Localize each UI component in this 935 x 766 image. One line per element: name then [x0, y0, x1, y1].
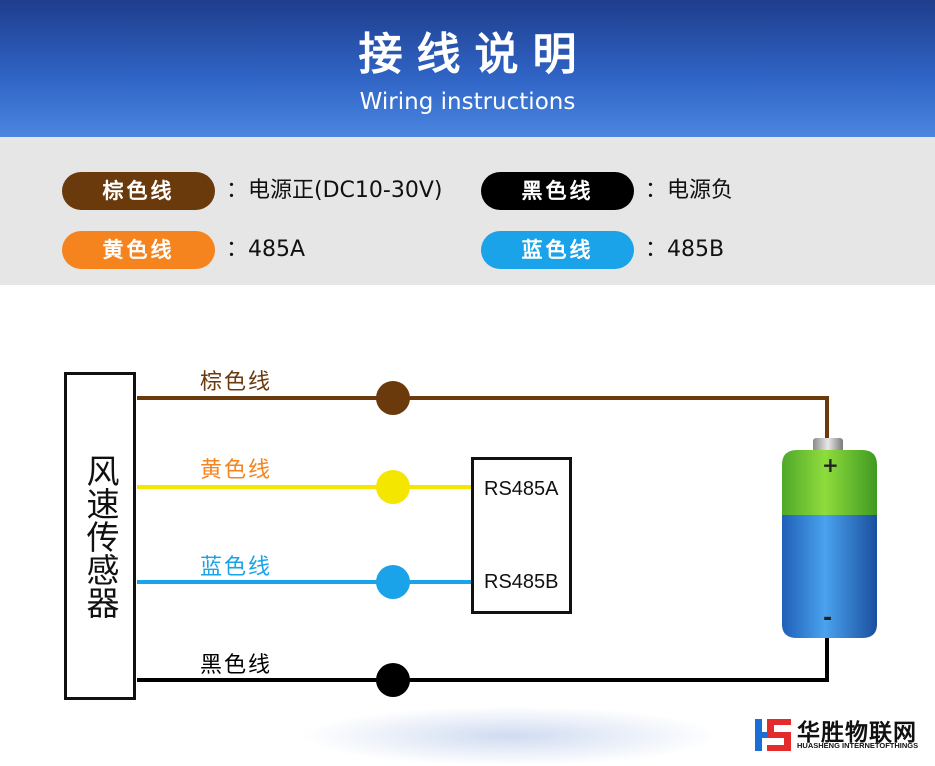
hs-logo-icon — [755, 719, 791, 751]
header-banner: 接线说明 Wiring instructions — [0, 0, 935, 137]
battery — [782, 438, 877, 638]
legend-desc-text: 485B — [667, 237, 725, 262]
legend-desc-text: 485A — [248, 237, 306, 262]
wire-label-yellow: 黄色线 — [200, 458, 273, 483]
battery-terminal — [813, 438, 843, 452]
legend-colon: ： — [645, 178, 668, 203]
battery-positive-sign: + — [822, 453, 839, 477]
rs485a-label: RS485A — [484, 478, 559, 500]
page-subtitle: Wiring instructions — [359, 89, 576, 115]
node-brown — [376, 381, 410, 415]
rs485-box: RS485A RS485B — [471, 457, 572, 614]
wind-speed-sensor-box: 风速传感器 — [64, 372, 136, 700]
legend-desc-brown: ：电源正(DC10-30V) — [226, 172, 442, 210]
brand-logo: 华胜物联网 HUASHENG INTERNETOFTHINGS — [753, 713, 935, 756]
sensor-label: 风速传感器 — [81, 453, 120, 619]
battery-negative-sign: - — [823, 606, 833, 631]
battery-top-green — [782, 450, 877, 515]
node-blue — [376, 565, 410, 599]
legend-pill-black: 黑色线 — [481, 172, 634, 210]
rs485b-label: RS485B — [484, 571, 559, 593]
legend-pill-blue: 蓝色线 — [481, 231, 634, 269]
brand-name: 华胜物联网 — [797, 720, 917, 746]
legend-pill-yellow: 黄色线 — [62, 231, 215, 269]
wire-label-blue: 蓝色线 — [200, 555, 273, 580]
legend-desc-text: 电源正(DC10-30V) — [248, 178, 443, 203]
legend-desc-text: 电源负 — [667, 178, 734, 203]
legend-desc-black: ：电源负 — [645, 172, 733, 210]
legend-colon: ： — [226, 237, 249, 262]
wire-black — [137, 636, 829, 682]
battery-bottom-blue — [782, 515, 877, 638]
node-black — [376, 663, 410, 697]
page-title: 接线说明 — [358, 29, 591, 80]
brand-tagline: HUASHENG INTERNETOFTHINGS — [797, 741, 919, 750]
wire-legend: 棕色线 ：电源正(DC10-30V) 黑色线 ：电源负 黄色线 ：485A 蓝色… — [0, 137, 935, 285]
legend-pill-brown: 棕色线 — [62, 172, 215, 210]
legend-desc-blue: ：485B — [645, 231, 724, 269]
legend-colon: ： — [645, 237, 668, 262]
wire-brown — [137, 396, 829, 440]
legend-desc-yellow: ：485A — [226, 231, 305, 269]
wire-label-brown: 棕色线 — [200, 370, 273, 395]
wire-label-black: 黑色线 — [200, 653, 273, 678]
node-yellow — [376, 470, 410, 504]
legend-colon: ： — [226, 178, 249, 203]
bottom-glow — [300, 706, 720, 766]
